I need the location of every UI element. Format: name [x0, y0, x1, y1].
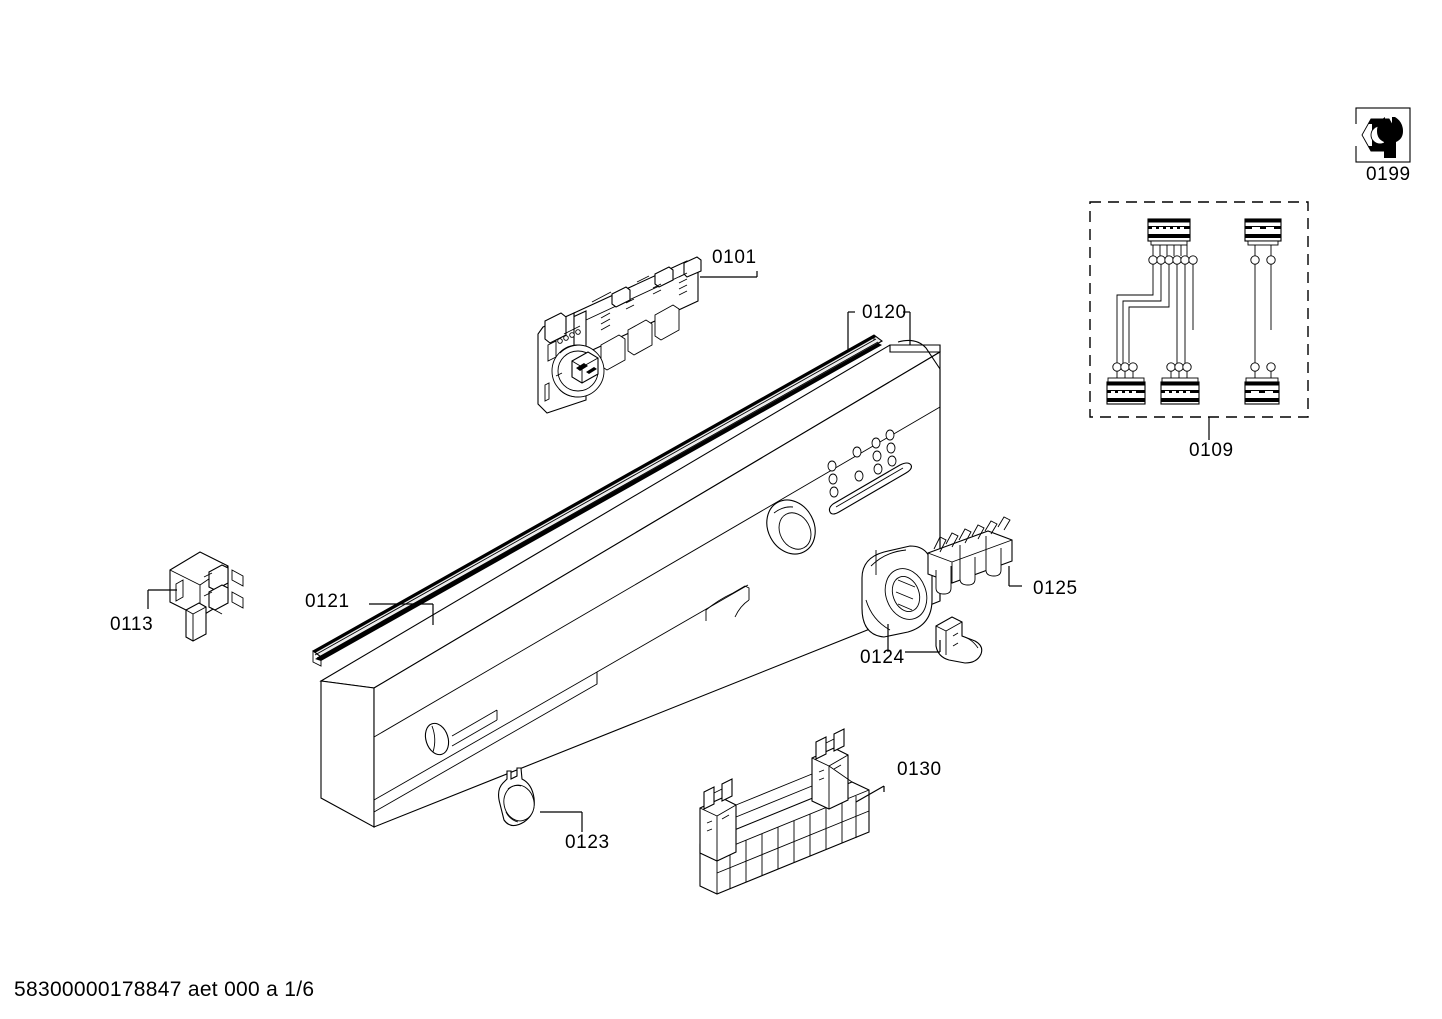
leader-0121	[369, 603, 434, 625]
label-0124: 0124	[860, 647, 905, 668]
part-0121-decorative-trim-strip[interactable]	[311, 334, 884, 667]
leader-0123	[540, 811, 583, 832]
harness-connector-top-left	[1147, 218, 1191, 246]
label-0125: 0125	[1033, 578, 1078, 599]
wrench-icon	[1377, 117, 1403, 158]
panel-led-indicator-holes	[827, 429, 897, 498]
harness-connector-bottom-right	[1244, 377, 1280, 405]
part-0120-control-panel-fascia[interactable]	[319, 339, 941, 828]
label-0121: 0121	[305, 591, 350, 612]
leader-0130	[855, 785, 885, 803]
panel-knob-aperture	[766, 499, 816, 555]
leader-0124-plunger	[905, 640, 941, 653]
leader-0113	[147, 589, 177, 609]
harness-connector-bottom-middle	[1160, 377, 1200, 405]
part-0125-retainer-clip-strip[interactable]	[927, 516, 1013, 595]
document-footer: 58300000178847 aet 000 a 1/6	[14, 978, 315, 1001]
part-0123-push-button-clip[interactable]	[497, 767, 538, 827]
label-0130: 0130	[897, 759, 942, 780]
part-0109-wiring-harness-set[interactable]	[1089, 201, 1309, 418]
part-number-labels: 0101 0120 0121 0113 0124 0125 0123 0130 …	[110, 164, 1411, 853]
part-0113-mounting-bracket-clip[interactable]	[169, 551, 244, 642]
part-0124-rotary-selector-knob[interactable]	[861, 545, 934, 638]
part-0199-tools-hardware-symbol[interactable]	[1355, 107, 1411, 163]
part-0130-support-bracket-holder[interactable]	[699, 728, 870, 895]
panel-display-slot	[828, 462, 912, 515]
label-0123: 0123	[565, 832, 610, 853]
part-0101-control-module-pcb[interactable]	[537, 256, 702, 414]
part-0124-button-plunger[interactable]	[935, 616, 983, 664]
harness-connector-bottom-left	[1106, 377, 1146, 405]
leader-0101	[700, 271, 758, 278]
label-0113: 0113	[110, 614, 153, 635]
label-0101: 0101	[712, 247, 757, 268]
label-0120: 0120	[862, 302, 907, 323]
label-0109: 0109	[1189, 440, 1234, 461]
label-0199: 0199	[1366, 164, 1411, 185]
leader-0125	[1008, 566, 1022, 587]
harness-connector-top-right	[1244, 218, 1282, 246]
